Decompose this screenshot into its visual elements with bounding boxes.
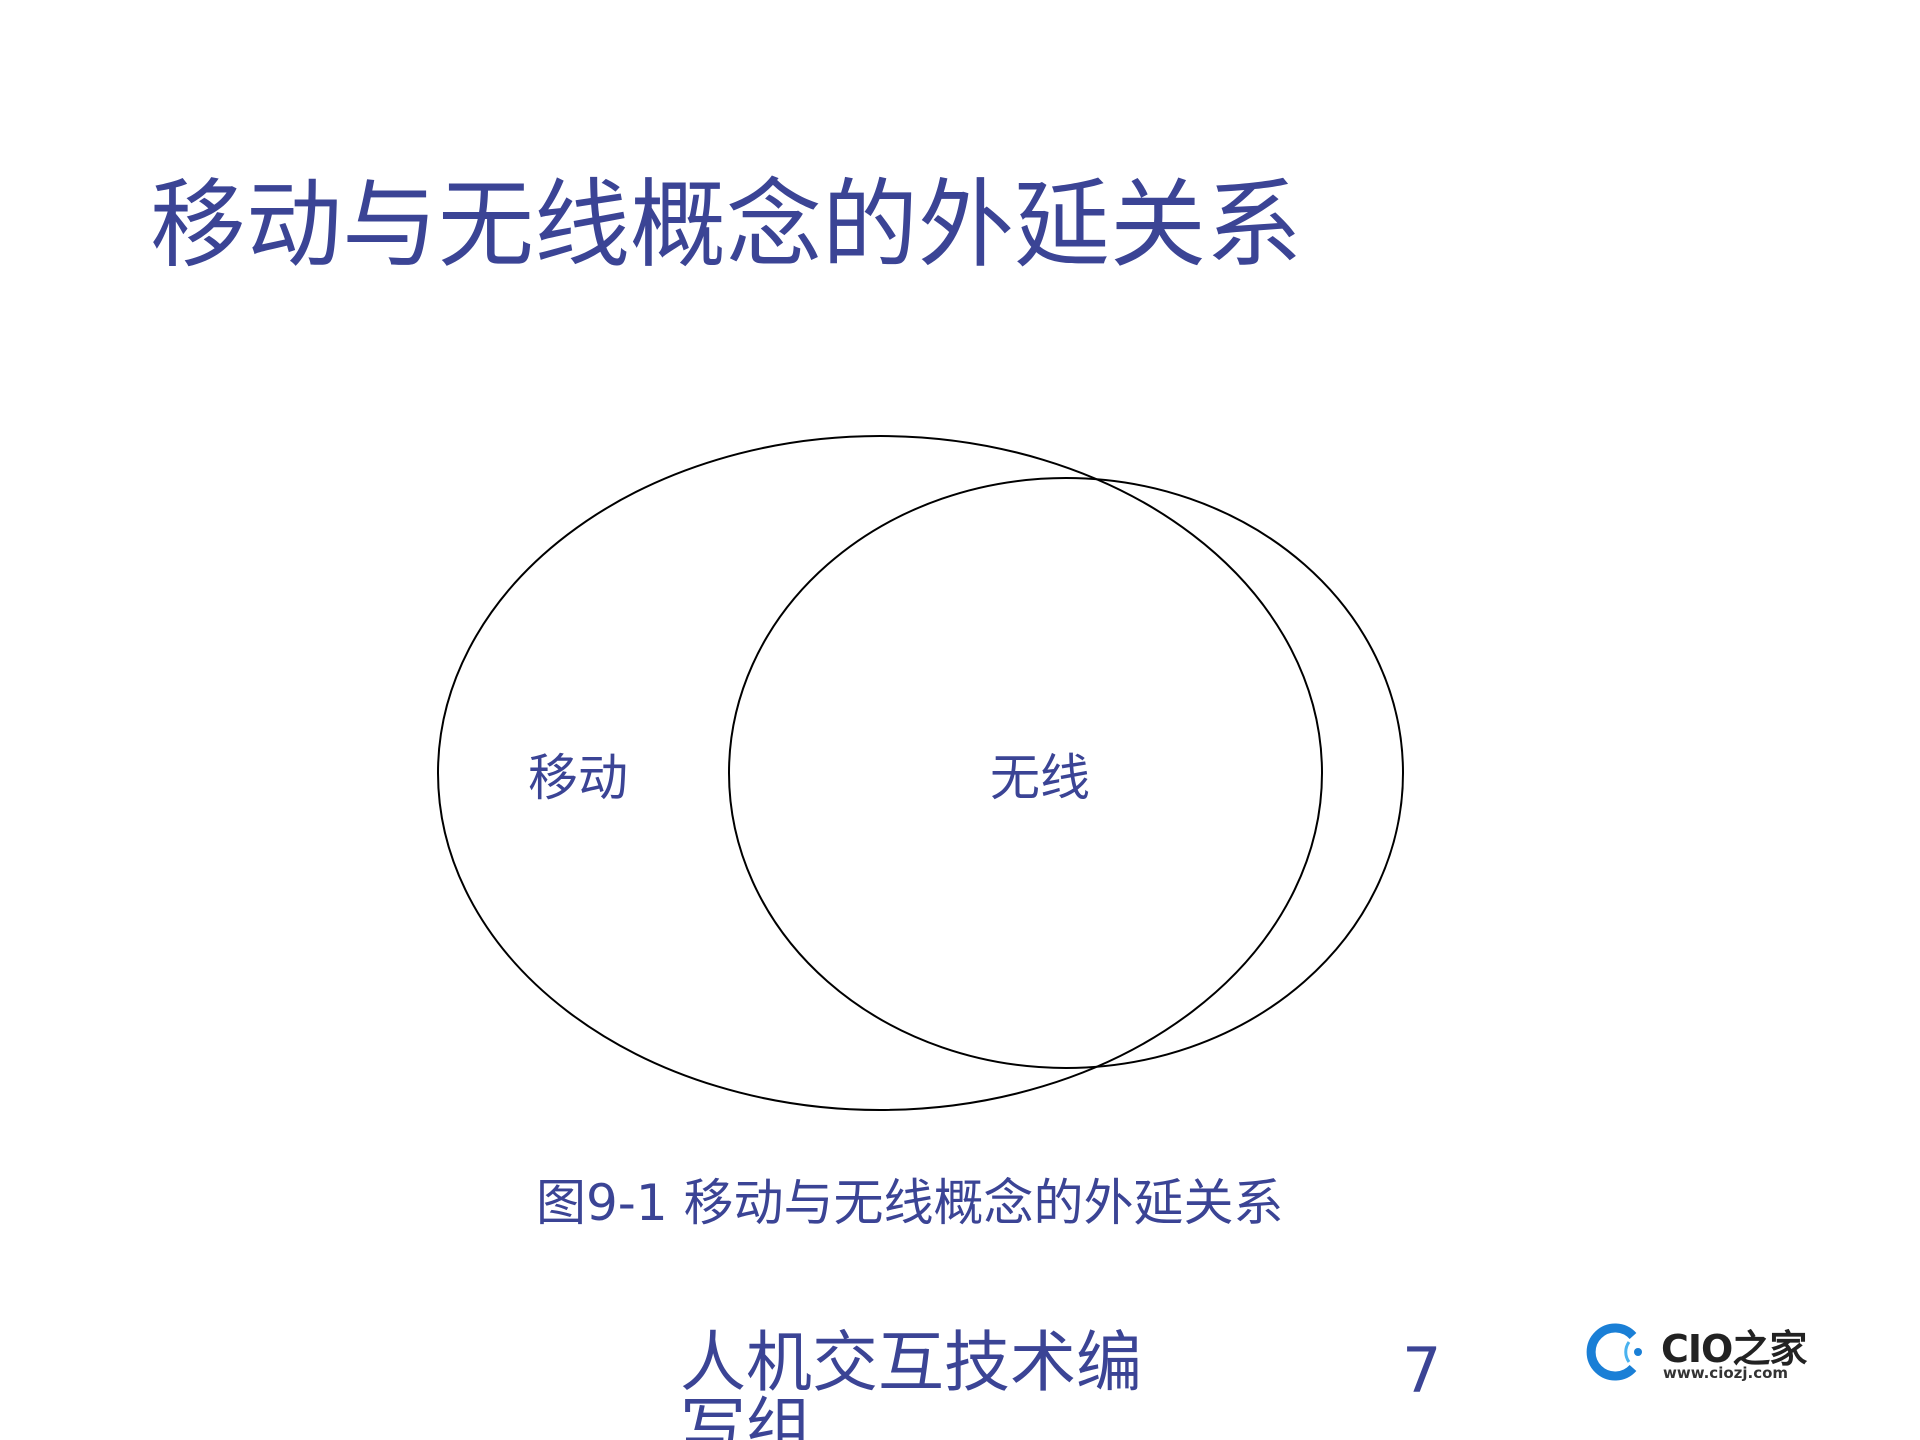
mobile-set-ellipse — [437, 435, 1323, 1111]
logo-name: CIO之家 — [1661, 1327, 1807, 1371]
footer-author: 人机交互技术编写组 — [680, 1324, 1142, 1440]
slide-title: 移动与无线概念的外延关系 — [150, 169, 1302, 281]
wireless-set-ellipse — [728, 477, 1404, 1069]
ring-logo-icon — [1586, 1323, 1642, 1381]
page-number: 7 — [1402, 1334, 1442, 1407]
cio-logo: CIO之家 www.ciozj.com — [1585, 1318, 1807, 1388]
wireless-set-label: 无线 — [990, 749, 1090, 807]
logo-url: www.ciozj.com — [1663, 1364, 1789, 1382]
mobile-set-label: 移动 — [528, 749, 628, 807]
figure-caption: 图9-1 移动与无线概念的外延关系 — [536, 1174, 1284, 1232]
